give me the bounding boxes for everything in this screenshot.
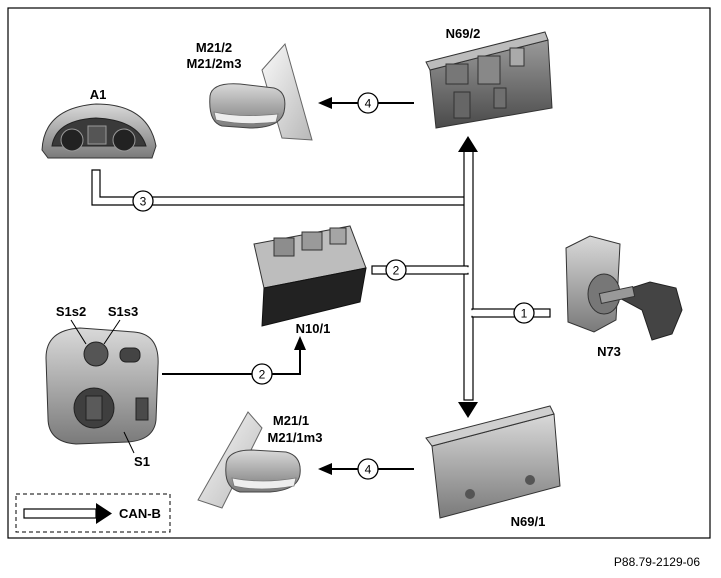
legend-box: CAN-B [15,493,171,533]
module-n69-1-image [425,405,561,519]
ignition-switch-n73-label: N73 [597,344,621,359]
connection-marker-2-upper: 2 [385,259,407,281]
bus-arrow-down [458,402,478,418]
switch-s1-label: S1 [134,454,150,469]
switch-s1s2-label: S1s2 [56,304,86,319]
connection-number: 1 [521,307,528,321]
module-n10-1-label: N10/1 [296,321,331,336]
mirror-bottom-label-1: M21/1 [273,413,309,428]
bus-arrow-up [458,136,478,152]
connection-marker-3: 3 [132,190,154,212]
instrument-cluster-a1-label: A1 [90,87,107,102]
mirror-top-label-2: M21/2m3 [187,56,242,71]
light-switch-s1-image [45,327,159,445]
module-n10-1-image [253,225,367,327]
mirror-top-image [209,42,313,141]
legend-label: CAN-B [119,506,161,521]
connection-marker-1: 1 [513,302,535,324]
switch-s1s3-label: S1s3 [108,304,138,319]
ignition-switch-n73-image [565,235,683,341]
module-n69-2-label: N69/2 [446,26,481,41]
connection-number: 4 [365,463,372,477]
instrument-cluster-a1-image [41,103,157,159]
mirror-top-label-1: M21/2 [196,40,232,55]
module-n69-1-label: N69/1 [511,514,546,529]
connection-number: 2 [393,264,400,278]
can-b-bus [91,149,551,401]
mirror-bottom-image [197,411,301,509]
connection-number: 2 [259,368,266,382]
connection-marker-2-lower: 2 [251,363,273,385]
connection-number: 4 [365,97,372,111]
connection-marker-4-bottom: 4 [357,458,379,480]
module-n69-2-image [425,31,553,129]
reference-id: P88.79-2129-06 [614,555,700,569]
connection-marker-4-top: 4 [357,92,379,114]
connection-number: 3 [140,195,147,209]
mirror-bottom-label-2: M21/1m3 [268,430,323,445]
